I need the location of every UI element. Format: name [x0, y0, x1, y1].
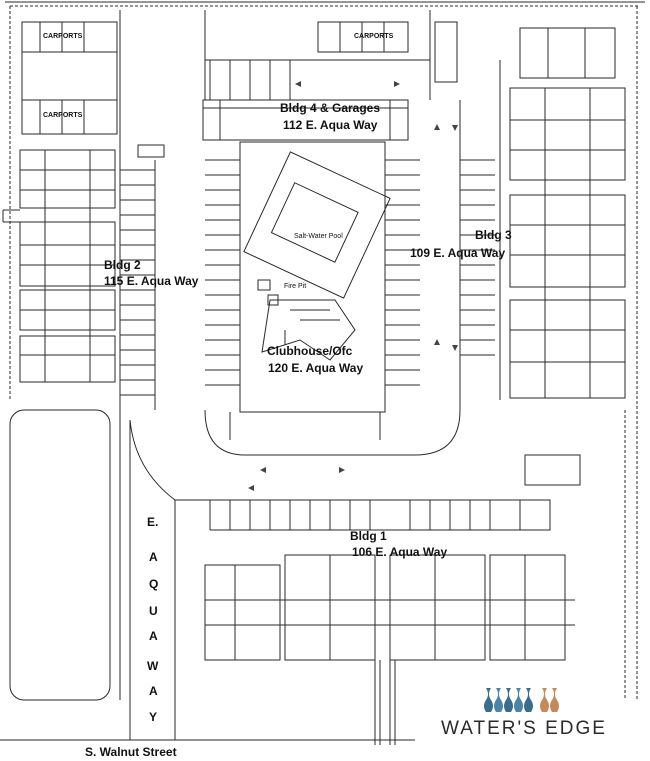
building-2-name: Bldg 2	[104, 258, 141, 272]
building-2	[2, 149, 116, 383]
parking-row-north	[209, 60, 291, 100]
central-island	[239, 141, 386, 413]
north-drive	[119, 10, 430, 700]
aqua-way-road	[129, 419, 176, 740]
parking-west	[120, 160, 156, 410]
building-2-address: 115 E. Aqua Way	[104, 274, 199, 288]
carport-label: CARPORTS	[43, 33, 83, 40]
aqua-way-letter: Y	[149, 710, 158, 724]
clubhouse	[261, 299, 356, 361]
building-3-address: 109 E. Aqua Way	[410, 246, 506, 260]
logo-text: WATER'S EDGE	[441, 718, 607, 739]
aqua-way-letter: W	[147, 659, 159, 673]
aqua-way-letter: A	[149, 550, 158, 564]
building-4	[202, 99, 409, 141]
carport-bays	[21, 22, 385, 134]
aqua-way-letter: Q	[149, 577, 159, 591]
flow-arrow	[434, 339, 440, 345]
pool-label: Salt-Water Pool	[294, 233, 343, 240]
property-boundary	[9, 5, 640, 700]
logo-wave-bar	[514, 688, 523, 712]
parking-east-central	[385, 159, 420, 386]
pool-deck	[243, 151, 391, 299]
clubhouse-address: 120 E. Aqua Way	[268, 361, 364, 375]
parking-west-central	[205, 159, 240, 386]
building-4-address: 112 E. Aqua Way	[283, 118, 378, 132]
logo-wave-bar	[524, 688, 533, 712]
logo-wave-bar	[504, 688, 513, 712]
aqua-way-letter: A	[149, 684, 158, 698]
building-3	[509, 27, 626, 399]
waves-icon	[484, 688, 559, 712]
south-lot	[175, 499, 540, 531]
salt-water-pool	[270, 182, 359, 263]
flow-arrow	[339, 467, 345, 473]
flow-arrow	[434, 124, 440, 130]
walnut-street-label: S. Walnut Street	[85, 745, 177, 759]
building-1-address: 106 E. Aqua Way	[352, 545, 448, 559]
flow-arrow	[452, 345, 458, 351]
aqua-way-letter: A	[149, 629, 158, 643]
carport-left-top	[21, 21, 118, 53]
parking-east	[460, 159, 495, 356]
aqua-way-letter: U	[149, 604, 158, 618]
carport-label: CARPORTS	[43, 112, 83, 119]
building-3-name: Bldg 3	[475, 228, 512, 242]
flow-arrow	[295, 81, 301, 87]
flow-arrow	[394, 81, 400, 87]
logo-wave-bar	[494, 688, 503, 712]
building-4-name: Bldg 4 & Garages	[280, 101, 381, 115]
east-drive	[429, 10, 501, 410]
logo-wave-bar	[540, 688, 549, 712]
carport-left-bottom	[21, 99, 118, 135]
flow-arrow	[452, 125, 458, 131]
aqua-way-letter: E.	[147, 515, 159, 529]
logo-wave-bar	[550, 688, 559, 712]
west-lawn	[9, 409, 111, 701]
carport-label: CARPORTS	[354, 33, 394, 40]
fire-pit-structure	[257, 279, 271, 291]
logo-wave-bar	[484, 688, 493, 712]
building-1	[204, 554, 575, 745]
building-1-name: Bldg 1	[350, 529, 387, 543]
central-lot-south	[204, 409, 461, 456]
clubhouse-name: Clubhouse/Ofc	[267, 344, 353, 358]
fire-pit-label: Fire Pit	[284, 283, 307, 290]
waters-edge-logo: WATER'S EDGE	[418, 684, 630, 744]
carport-top-middle	[317, 21, 409, 53]
flow-arrow	[260, 467, 266, 473]
flow-arrow	[248, 485, 254, 491]
